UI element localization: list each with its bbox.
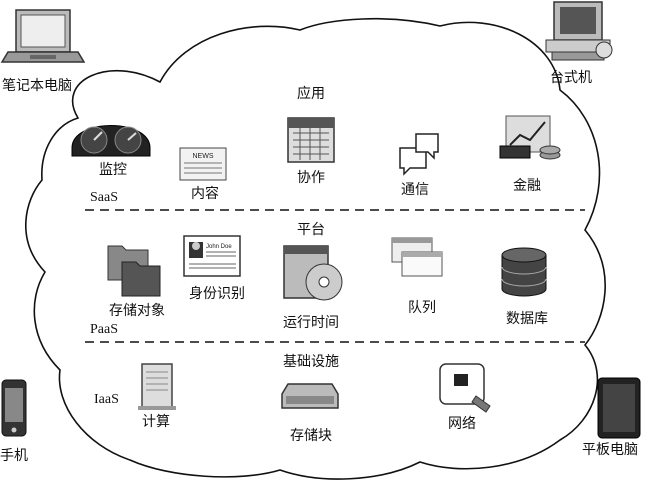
phone-icon	[1, 379, 27, 437]
paas-layer-label: PaaS	[90, 322, 118, 337]
network-port-icon	[439, 363, 491, 413]
iaas-item-block-storage: 存储块	[290, 428, 332, 444]
saas-item-communication: 通信	[401, 182, 429, 198]
laptop-icon	[0, 9, 86, 63]
finance-chart-icon	[499, 115, 561, 160]
saas-title: 应用	[297, 86, 325, 102]
saas-item-content: 内容	[191, 186, 219, 202]
chat-bubbles-icon	[399, 133, 439, 176]
iaas-layer-label: IaaS	[94, 392, 119, 407]
id-card-icon: John Doe	[183, 235, 241, 277]
paas-title: 平台	[297, 222, 325, 238]
saas-item-monitoring: 监控	[99, 162, 127, 178]
id-card-name: John Doe	[206, 244, 232, 250]
paas-item-database: 数据库	[506, 311, 548, 327]
saas-item-collaboration: 协作	[297, 170, 325, 186]
queue-windows-icon	[391, 237, 443, 277]
device-label-phone: 手机	[0, 448, 28, 464]
device-label-laptop: 笔记本电脑	[2, 78, 72, 94]
storage-block-icon	[281, 383, 339, 409]
database-icon	[501, 247, 547, 297]
saas-item-finance: 金融	[513, 178, 541, 194]
paas-item-runtime: 运行时间	[283, 315, 339, 331]
tablet-icon	[597, 377, 641, 439]
server-tower-icon	[138, 363, 176, 410]
newspaper-masthead: NEWS	[193, 153, 214, 160]
device-label-desktop: 台式机	[550, 70, 592, 86]
folders-icon	[107, 245, 161, 297]
iaas-title: 基础设施	[283, 354, 339, 370]
cloud-outline	[24, 17, 606, 480]
calendar-icon	[287, 117, 335, 163]
iaas-item-compute: 计算	[142, 414, 170, 430]
paas-item-object-storage: 存储对象	[109, 303, 165, 319]
device-label-tablet: 平板电脑	[582, 442, 638, 458]
newspaper-icon: NEWS	[179, 147, 227, 181]
saas-layer-label: SaaS	[90, 190, 118, 205]
iaas-item-network: 网络	[448, 416, 476, 432]
dashboard-gauge-icon	[71, 125, 151, 157]
runtime-disc-icon	[283, 245, 343, 301]
paas-item-queue: 队列	[408, 300, 436, 316]
paas-item-identity: 身份识别	[189, 286, 245, 302]
desktop-icon	[545, 1, 613, 61]
